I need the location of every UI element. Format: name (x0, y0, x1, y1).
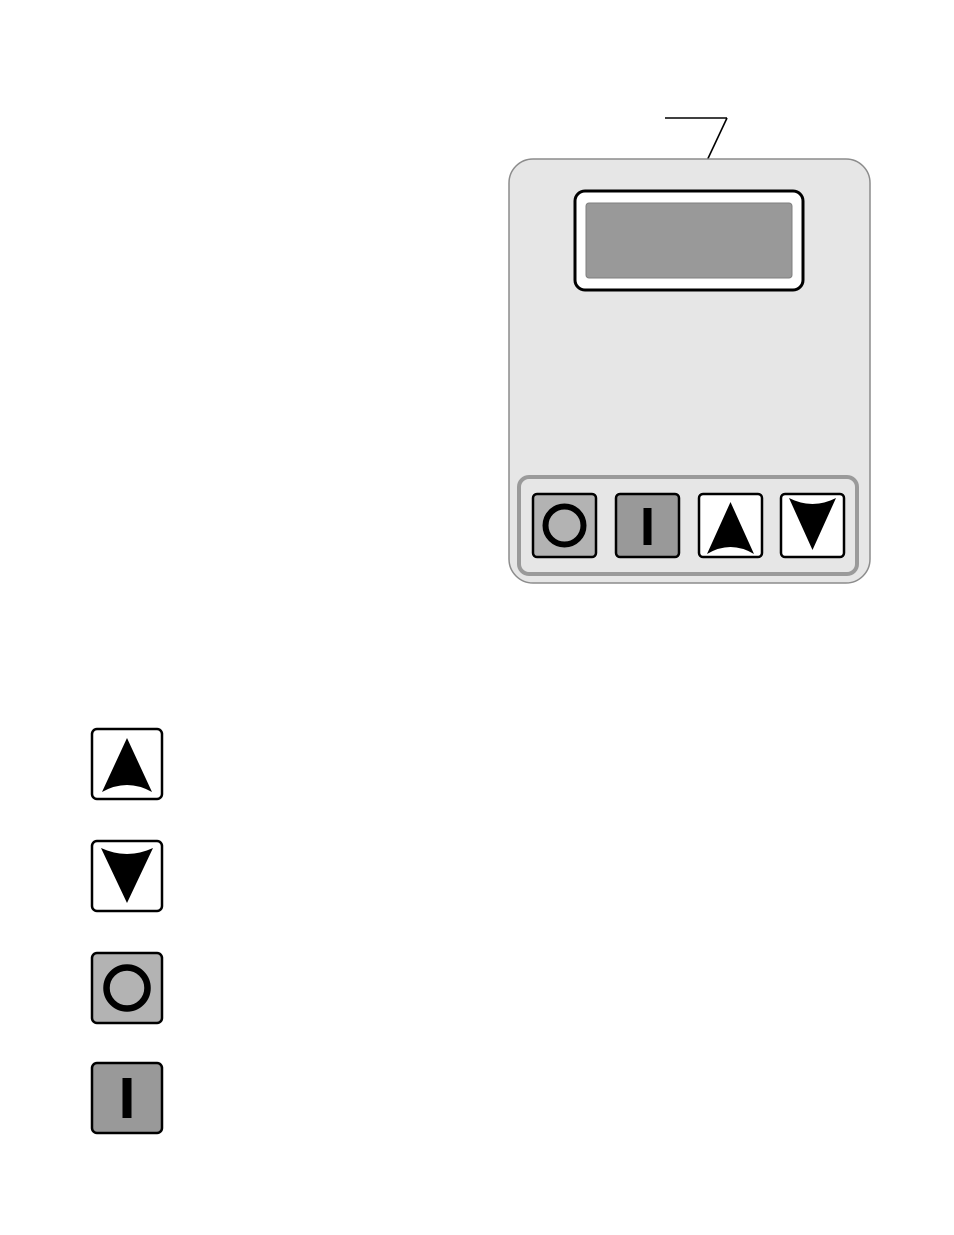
on-button[interactable] (616, 494, 679, 557)
up-button[interactable] (699, 494, 762, 557)
lcd-display (575, 191, 803, 290)
legend-down-key (92, 841, 162, 911)
down-button[interactable] (781, 494, 844, 557)
legend-on-key (92, 1063, 162, 1133)
legend-up-key (92, 729, 162, 799)
off-button[interactable] (533, 494, 596, 557)
bar-i-icon (644, 508, 652, 545)
bar-i-icon (123, 1078, 132, 1118)
legend-off-key (92, 953, 162, 1023)
